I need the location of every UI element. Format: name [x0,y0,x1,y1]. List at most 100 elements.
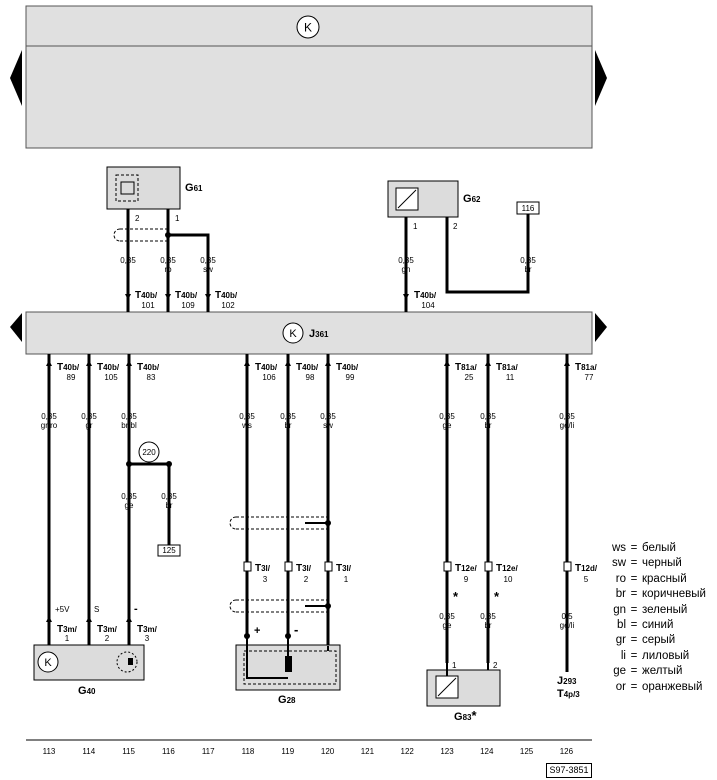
svg-text:104: 104 [421,301,435,310]
g40-connectors: +5V S - T3m/ 1 T3m/ 2 T3m/ 3 [46,603,158,643]
footer-number: 126 [560,747,574,756]
svg-text:S: S [94,605,99,614]
legend-eq: = [630,542,638,554]
svg-text:T40b/: T40b/ [175,290,198,301]
legend-code: ge [613,665,626,678]
arrow-left-icon [10,313,22,342]
svg-text:0,35: 0,35 [320,412,336,421]
svg-text:ro: ro [164,265,172,274]
svg-text:11: 11 [506,373,515,382]
svg-text:G83*: G83* [454,708,477,723]
legend-row: bl=синий [606,618,714,633]
footer-number: 124 [480,747,494,756]
svg-text:109: 109 [181,301,195,310]
footer-number: 119 [281,747,294,756]
legend-name: лиловый [642,649,690,662]
legend-eq: = [630,603,638,616]
j293-connector: T12d/ 5 0,5 ge/li J293 T4p/3 [557,561,598,700]
svg-text:T40b/: T40b/ [137,362,160,373]
legend-eq: = [630,634,638,647]
svg-text:0,35: 0,35 [239,412,255,421]
svg-text:106: 106 [262,373,276,382]
svg-text:0,5: 0,5 [561,612,573,621]
svg-text:2: 2 [105,634,110,643]
svg-text:2: 2 [304,575,309,584]
lower-connectors: T40b/ 89 T40b/ 105 T40b/ 83 T40b/ 106 T4… [46,360,597,382]
diagram-ref-code: S97-3851 [546,763,592,778]
branch-point-220: 220 0,35 ge 0,35 br 125 [121,441,181,557]
svg-text:br: br [484,621,491,630]
control-unit-symbol-icon [282,322,304,344]
arrow-right-icon [595,50,607,106]
svg-text:0,35: 0,35 [160,256,176,265]
footer-number: 123 [440,747,454,756]
svg-text:T40b/: T40b/ [296,362,319,373]
svg-text:T12e/: T12e/ [496,563,518,574]
legend-code: sw [611,557,626,570]
svg-text:1: 1 [175,214,180,223]
svg-text:1: 1 [65,634,70,643]
legend-row: sw=черный [606,556,714,571]
footer-number: 117 [202,747,215,756]
ref-box-116 [516,201,540,215]
footer-number: 125 [520,747,534,756]
legend-code: ws [611,542,626,554]
svg-text:25: 25 [465,373,474,382]
svg-text:116: 116 [522,204,535,213]
sensor-symbol-icon [37,651,59,673]
control-unit-j361: K J361 [10,311,607,355]
legend-eq: = [630,680,638,693]
legend-name: оранжевый [642,680,703,693]
footer-number: 114 [82,747,95,756]
svg-text:0,35: 0,35 [121,492,137,501]
lower-wire-labels: 0,35 gr/ro 0,35 gr 0,35 br/bl 0,35 ws 0,… [41,412,576,430]
legend-name: желтый [642,665,683,678]
svg-text:K: K [44,657,52,669]
legend-eq: = [630,649,638,662]
svg-text:0,35: 0,35 [41,412,57,421]
legend-row: ro=красный [606,572,714,587]
svg-text:0,35: 0,35 [161,492,177,501]
svg-text:T3m/: T3m/ [137,624,158,635]
svg-text:0,35: 0,35 [280,412,296,421]
svg-text:0,35: 0,35 [480,612,496,621]
svg-text:5: 5 [584,575,589,584]
svg-text:G61: G61 [185,182,203,194]
legend-code: br [615,588,626,601]
svg-text:T3l/: T3l/ [336,563,352,574]
component-g40: K G40 [33,644,145,697]
svg-text:T40b/: T40b/ [215,290,238,301]
svg-text:T4p/3: T4p/3 [557,688,580,700]
legend-name: коричневый [642,588,706,601]
g83-connectors: T12e/ 9 * 0,35 ge T12e/ 10 * 0,35 br [439,561,518,630]
top-band: K [10,5,607,149]
svg-text:0,35: 0,35 [200,256,216,265]
svg-text:0,35: 0,35 [398,256,414,265]
legend-code: gr [615,634,626,647]
svg-text:T40b/: T40b/ [135,290,158,301]
svg-text:2: 2 [135,214,140,223]
svg-text:T3m/: T3m/ [57,624,78,635]
component-g62: G62 1 2 [387,180,481,231]
svg-text:102: 102 [221,301,235,310]
svg-text:0,35: 0,35 [559,412,575,421]
svg-text:0,35: 0,35 [439,412,455,421]
svg-text:T3m/: T3m/ [97,624,118,635]
svg-text:10: 10 [504,575,513,584]
svg-text:G40: G40 [78,685,96,697]
dashboard-symbol-icon [296,15,320,39]
legend-eq: = [630,572,638,585]
legend-row: li=лиловый [606,649,714,664]
svg-text:gn: gn [402,265,411,274]
svg-text:br: br [524,265,531,274]
arrow-left-icon [10,50,22,106]
svg-text:br: br [165,501,172,510]
svg-text:ge: ge [443,621,452,630]
svg-text:89: 89 [67,373,76,382]
svg-text:+: + [254,625,260,637]
svg-text:T12e/: T12e/ [455,563,477,574]
svg-text:101: 101 [141,301,155,310]
component-g83: 1 2 G83* [426,661,501,723]
svg-text:0,35: 0,35 [439,612,455,621]
